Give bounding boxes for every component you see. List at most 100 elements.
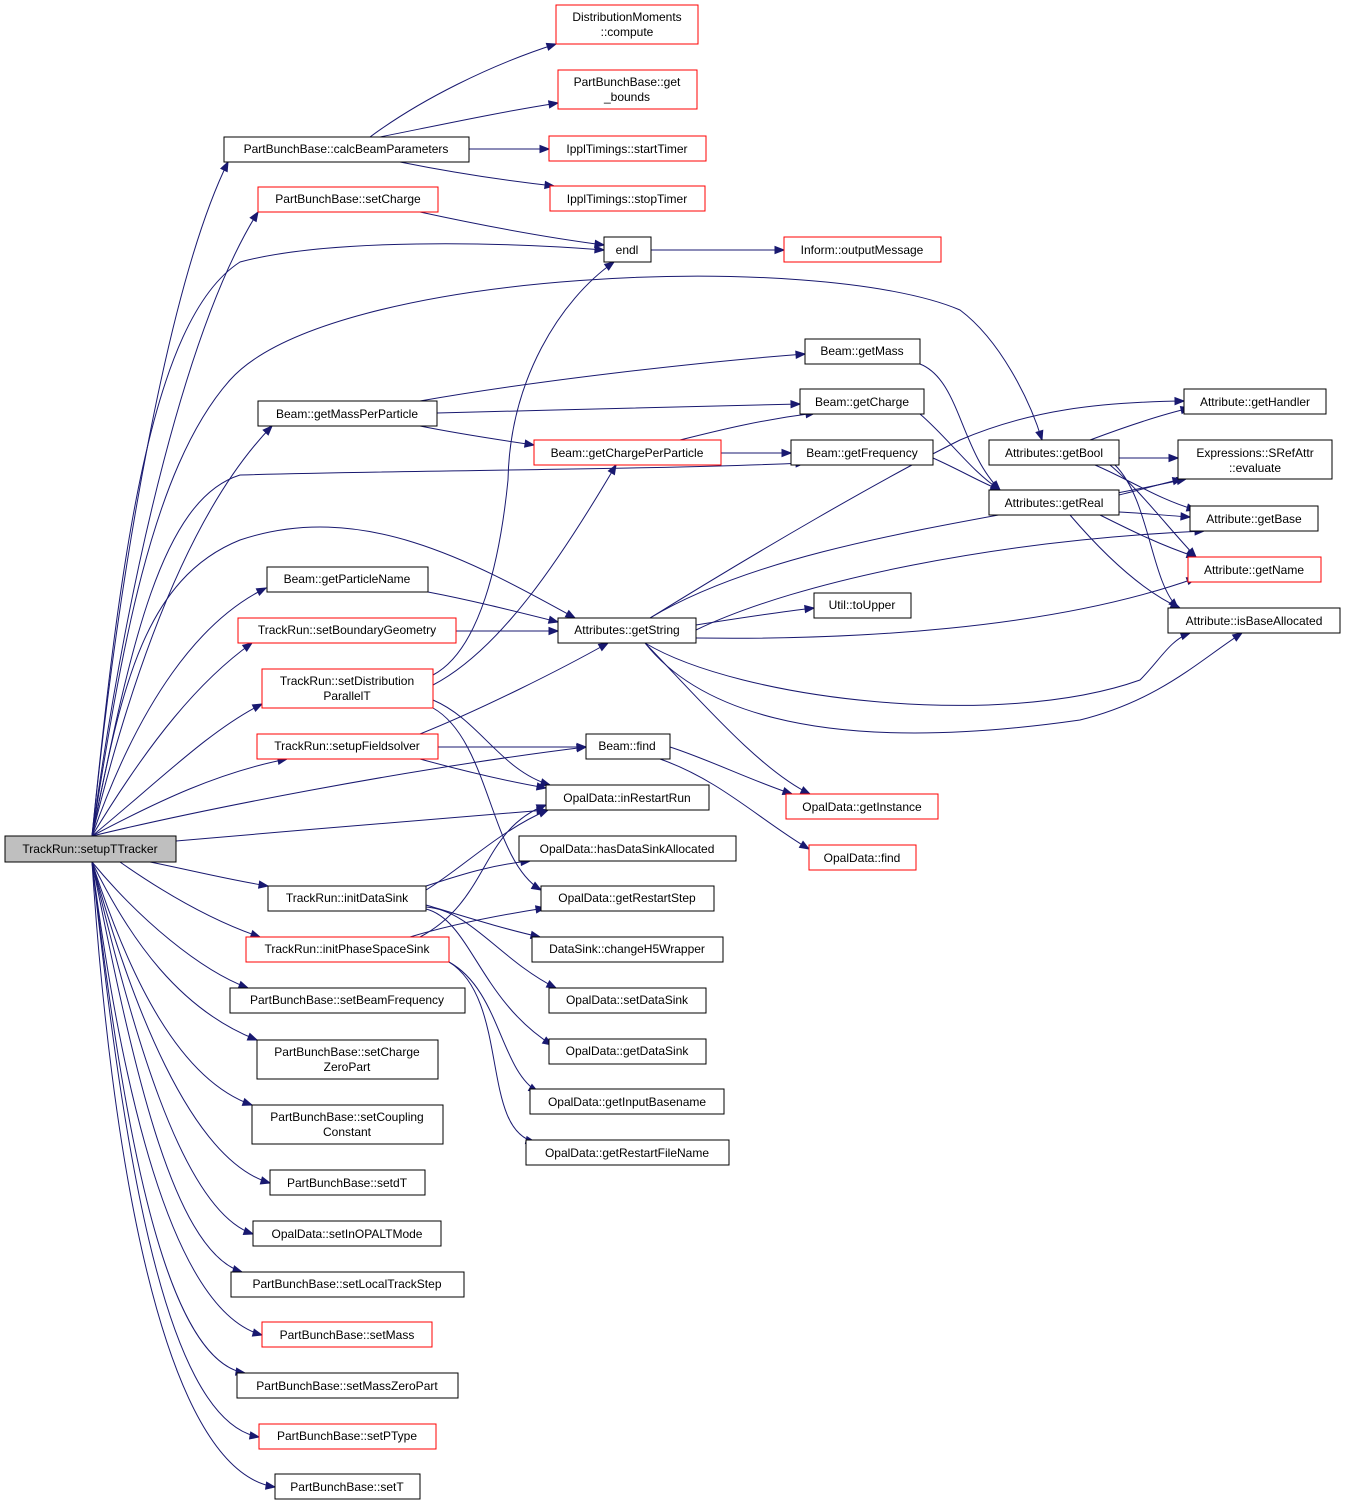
edge-root-coupling-arrowhead bbox=[241, 1097, 254, 1106]
node-pbb-coupling-label-1: PartBunchBase::setCoupling bbox=[270, 1110, 423, 1124]
node-opal-restartstep[interactable]: OpalData::getRestartStep bbox=[540, 885, 715, 912]
node-ds-h5[interactable]: DataSink::changeH5Wrapper bbox=[531, 936, 724, 963]
node-attrs-getbool-label: Attributes::getBool bbox=[1005, 446, 1103, 460]
node-opal-getds[interactable]: OpalData::getDataSink bbox=[548, 1038, 707, 1065]
node-beam-find[interactable]: Beam::find bbox=[585, 733, 671, 760]
node-opal-restart[interactable]: OpalData::inRestartRun bbox=[545, 784, 710, 811]
node-attr-isbase[interactable]: Attribute::isBaseAllocated bbox=[1167, 607, 1341, 634]
node-ippl-start[interactable]: IpplTimings::startTimer bbox=[548, 135, 707, 162]
node-pbb-sett[interactable]: PartBunchBase::setT bbox=[274, 1473, 421, 1500]
node-beam-mpp-label: Beam::getMassPerParticle bbox=[276, 407, 418, 421]
edge-initds-getds bbox=[425, 908, 553, 1046]
node-tr-boundary-label: TrackRun::setBoundaryGeometry bbox=[258, 623, 436, 637]
node-beam-cpp[interactable]: Beam::getChargePerParticle bbox=[533, 439, 722, 466]
node-tr-boundary[interactable]: TrackRun::setBoundaryGeometry bbox=[237, 617, 457, 644]
edge-getstring-handler-arrowhead bbox=[1174, 396, 1186, 406]
node-beam-cpp-label: Beam::getChargePerParticle bbox=[551, 446, 704, 460]
node-calc[interactable]: PartBunchBase::calcBeamParameters bbox=[223, 136, 470, 163]
node-dm-compute[interactable]: DistributionMoments ::compute bbox=[555, 4, 699, 45]
edge-field-find-arrowhead bbox=[576, 742, 588, 752]
node-tr-phase[interactable]: TrackRun::initPhaseSpaceSink bbox=[245, 936, 450, 963]
node-beam-freq[interactable]: Beam::getFrequency bbox=[790, 439, 934, 466]
node-pbb-coupling[interactable]: PartBunchBase::setCoupling Constant bbox=[251, 1104, 444, 1145]
node-ippl-start-label: IpplTimings::startTimer bbox=[566, 142, 687, 156]
edge-root-localtrack bbox=[91, 861, 243, 1273]
node-beam-getmass-label: Beam::getMass bbox=[820, 344, 903, 358]
node-pbb-setmass[interactable]: PartBunchBase::setMass bbox=[261, 1321, 433, 1348]
edge-setcharge-endl-arrowhead bbox=[594, 239, 606, 248]
node-pbb-czp[interactable]: PartBunchBase::setCharge ZeroPart bbox=[256, 1039, 439, 1080]
node-endl[interactable]: endl bbox=[603, 236, 652, 263]
edge-getreal-isbase bbox=[1069, 514, 1181, 609]
node-tr-dist-label-1: TrackRun::setDistribution bbox=[280, 674, 414, 688]
node-pbb-mzp[interactable]: PartBunchBase::setMassZeroPart bbox=[236, 1372, 459, 1399]
node-opal-inputbase[interactable]: OpalData::getInputBasename bbox=[529, 1088, 725, 1115]
node-pbb-setdt-label: PartBunchBase::setdT bbox=[287, 1176, 408, 1190]
node-attr-gethandler-label: Attribute::getHandler bbox=[1200, 395, 1310, 409]
edge-getstring-toupper-arrowhead bbox=[804, 604, 816, 614]
edge-calc-stop bbox=[399, 161, 555, 187]
node-set-charge[interactable]: PartBunchBase::setCharge bbox=[257, 186, 439, 213]
node-pbb-get-bounds[interactable]: PartBunchBase::get _bounds bbox=[557, 69, 698, 110]
edge-initds-h5 bbox=[425, 904, 541, 938]
edge-find-getinst bbox=[669, 746, 793, 795]
edge-setcharge-endl bbox=[419, 211, 605, 246]
node-opal-find[interactable]: OpalData::find bbox=[808, 844, 917, 871]
node-tr-dist[interactable]: TrackRun::setDistribution ParallelT bbox=[261, 668, 434, 709]
edge-initds-setds-arrowhead bbox=[545, 979, 558, 989]
node-pbb-beamfreq-label: PartBunchBase::setBeamFrequency bbox=[250, 993, 444, 1007]
node-tr-field[interactable]: TrackRun::setupFieldsolver bbox=[256, 733, 439, 760]
edge-getstring-isbase2-arrowhead bbox=[1231, 632, 1244, 642]
node-pbb-beamfreq[interactable]: PartBunchBase::setBeamFrequency bbox=[229, 987, 466, 1014]
node-beam-mpp[interactable]: Beam::getMassPerParticle bbox=[257, 400, 438, 427]
edge-initds-hasds bbox=[425, 860, 531, 887]
node-pbb-czp-label-2: ZeroPart bbox=[324, 1060, 371, 1074]
edge-calc-start-arrowhead bbox=[539, 144, 551, 154]
node-pbb-czp-label-1: PartBunchBase::setCharge bbox=[274, 1045, 420, 1059]
node-pbb-ptype[interactable]: PartBunchBase::setPType bbox=[258, 1423, 437, 1450]
node-ippl-stop-label: IpplTimings::stopTimer bbox=[567, 192, 687, 206]
node-attr-getname[interactable]: Attribute::getName bbox=[1187, 556, 1322, 583]
edge-dist-cpp-arrowhead bbox=[607, 463, 617, 476]
node-opal-restartfile[interactable]: OpalData::getRestartFileName bbox=[525, 1139, 730, 1166]
edge-root-find bbox=[91, 746, 587, 837]
node-util-toupper[interactable]: Util::toUpper bbox=[813, 592, 912, 619]
node-util-toupper-label: Util::toUpper bbox=[829, 598, 896, 612]
node-inform-output[interactable]: Inform::outputMessage bbox=[783, 236, 942, 263]
node-set-charge-label: PartBunchBase::setCharge bbox=[275, 192, 421, 206]
node-opal-hasds[interactable]: OpalData::hasDataSinkAllocated bbox=[518, 835, 737, 862]
node-opal-find-label: OpalData::find bbox=[824, 851, 901, 865]
node-pbb-setdt[interactable]: PartBunchBase::setdT bbox=[269, 1169, 426, 1196]
edge-getbool-name bbox=[1109, 464, 1197, 558]
node-opal-setds[interactable]: OpalData::setDataSink bbox=[548, 987, 707, 1014]
node-beam-pname[interactable]: Beam::getParticleName bbox=[266, 566, 429, 593]
edge-getbool-handler bbox=[1089, 407, 1191, 441]
node-beam-getmass[interactable]: Beam::getMass bbox=[804, 338, 921, 365]
node-root-label: TrackRun::setupTTracker bbox=[22, 842, 157, 856]
node-attr-gethandler[interactable]: Attribute::getHandler bbox=[1183, 388, 1327, 415]
node-pbb-sett-label: PartBunchBase::setT bbox=[290, 1480, 404, 1494]
edge-mpp-getmass bbox=[419, 353, 806, 402]
node-opal-getinst[interactable]: OpalData::getInstance bbox=[785, 793, 939, 820]
edge-root-getbool-arrowhead bbox=[1035, 429, 1044, 442]
edge-pname-getstring-arrowhead bbox=[547, 615, 560, 624]
node-attrs-getbool[interactable]: Attributes::getBool bbox=[988, 439, 1120, 466]
node-ippl-stop[interactable]: IpplTimings::stopTimer bbox=[549, 185, 706, 212]
node-attr-getbase[interactable]: Attribute::getBase bbox=[1189, 505, 1319, 532]
edge-getbool-expr-arrowhead bbox=[1168, 453, 1180, 463]
node-tr-initds[interactable]: TrackRun::initDataSink bbox=[267, 885, 427, 912]
edge-root-freq bbox=[91, 462, 806, 837]
edge-root-getstring bbox=[91, 526, 576, 837]
node-root[interactable]: TrackRun::setupTTracker bbox=[4, 835, 177, 863]
edge-root-set-charge bbox=[91, 211, 259, 837]
edge-field-restart-arrowhead bbox=[535, 782, 548, 791]
node-attrs-getreal[interactable]: Attributes::getReal bbox=[988, 489, 1120, 516]
edge-calc-bounds bbox=[379, 102, 559, 138]
node-expr-eval[interactable]: Expressions::SRefAttr ::evaluate bbox=[1177, 439, 1333, 480]
node-opal-setinopalt[interactable]: OpalData::setInOPALTMode bbox=[252, 1220, 442, 1247]
node-pbb-localtrack[interactable]: PartBunchBase::setLocalTrackStep bbox=[230, 1271, 465, 1298]
node-attrs-getstring[interactable]: Attributes::getString bbox=[557, 617, 697, 644]
node-dm-compute-label-2: ::compute bbox=[601, 25, 654, 39]
edge-dist-restart bbox=[432, 699, 551, 786]
node-beam-getcharge[interactable]: Beam::getCharge bbox=[799, 388, 925, 415]
